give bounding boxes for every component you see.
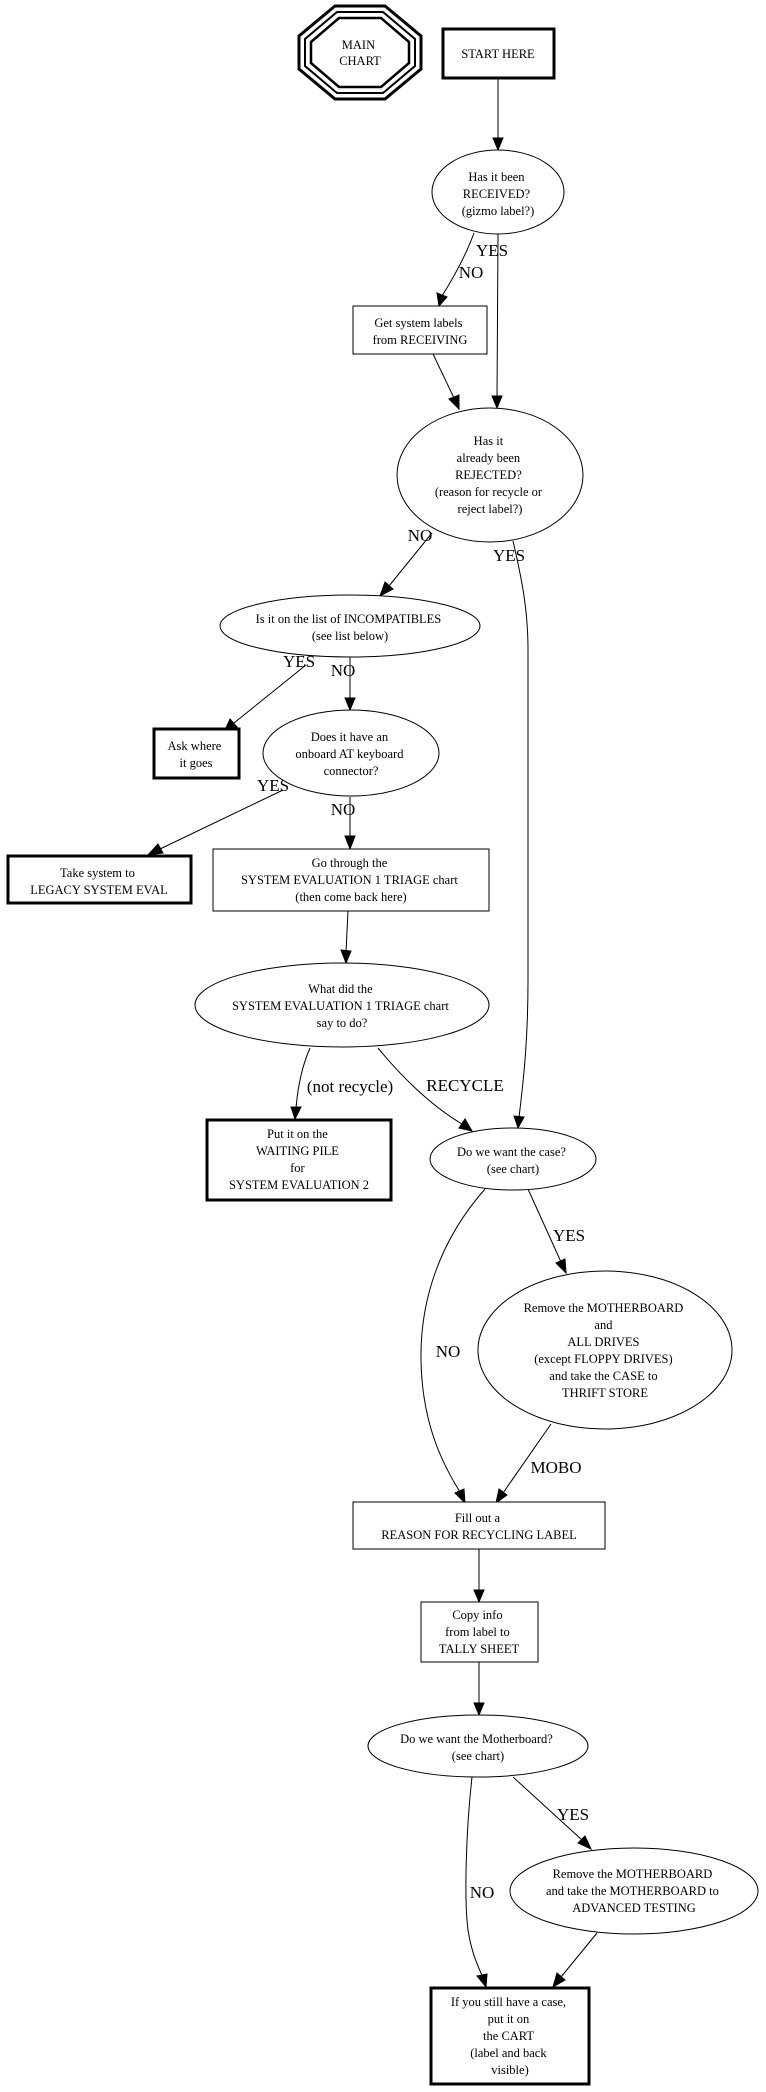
node-label: Put it on the WAITING PILE for SYSTEM EV… xyxy=(229,1127,369,1192)
edge-label-yes: YES xyxy=(283,652,315,671)
node-go-through: Go through the SYSTEM EVALUATION 1 TRIAG… xyxy=(212,848,490,912)
edge-label-no: NO xyxy=(436,1342,461,1361)
node-label: START HERE xyxy=(461,47,535,61)
node-want-mobo: Do we want the Motherboard? (see chart) xyxy=(367,1714,589,1778)
edge-label-no: NO xyxy=(459,263,484,282)
arrowhead-icon xyxy=(473,1702,485,1717)
edge-label-yes: YES xyxy=(553,1226,585,1245)
edge-want-mobo-to-cart: NO xyxy=(465,1776,495,1989)
arrowhead-icon xyxy=(492,137,504,152)
node-get-labels: Get system labels from RECEIVING xyxy=(352,305,488,355)
arrowhead-icon xyxy=(344,835,356,851)
edge-at-keyboard-to-legacy: YES xyxy=(146,776,289,856)
node-label: Has it already been REJECTED? (reason fo… xyxy=(435,434,545,516)
node-label: Is it on the list of INCOMPATIBLES (see … xyxy=(256,612,445,643)
edge-at-keyboard-to-go-through: NO xyxy=(331,797,356,851)
node-label: What did the SYSTEM EVALUATION 1 TRIAGE … xyxy=(232,982,452,1030)
node-label: MAIN CHART xyxy=(339,38,381,68)
node-waiting-pile: Put it on the WAITING PILE for SYSTEM EV… xyxy=(205,1118,393,1202)
node-label: Remove the MOTHERBOARD and ALL DRIVES (e… xyxy=(524,1301,687,1400)
arrowhead-icon xyxy=(458,1118,474,1132)
node-label: Remove the MOTHERBOARD and take the MOTH… xyxy=(546,1867,722,1915)
edge-what-did-to-waiting-pile: (not recycle) xyxy=(290,1047,393,1121)
edge-label-yes: YES xyxy=(557,1805,589,1824)
node-remove-mobo: Remove the MOTHERBOARD and take the MOTH… xyxy=(509,1847,759,1935)
node-label: Copy info from label to TALLY SHEET xyxy=(439,1608,520,1656)
node-label: Ask where it goes xyxy=(168,739,225,770)
node-copy-info: Copy info from label to TALLY SHEET xyxy=(420,1601,539,1663)
arrowhead-icon xyxy=(476,1973,488,1989)
node-want-case: Do we want the case? (see chart) xyxy=(429,1127,597,1191)
node-incompatibles: Is it on the list of INCOMPATIBLES (see … xyxy=(219,594,481,658)
arrowhead-icon xyxy=(379,581,394,598)
node-label: Has it been RECEIVED? (gizmo label?) xyxy=(462,170,535,218)
edge-incompatibles-to-at-keyboard: NO xyxy=(331,657,356,712)
arrowhead-icon xyxy=(491,395,503,410)
node-at-keyboard: Does it have an onboard AT keyboard conn… xyxy=(262,709,440,797)
arrowhead-icon xyxy=(473,1589,485,1604)
edge-rejected-to-incompatibles: NO xyxy=(379,526,433,598)
edge-received-to-rejected: YES xyxy=(476,233,508,410)
arrowhead-icon xyxy=(577,1835,593,1851)
edge-want-case-to-remove-all: YES xyxy=(527,1188,585,1275)
edge-rejected-to-want-case: YES xyxy=(493,540,529,1130)
node-legacy: Take system to LEGACY SYSTEM EVAL xyxy=(6,854,193,905)
node-label: Get system labels from RECEIVING xyxy=(373,316,468,347)
edge-want-case-to-fill-label: NO xyxy=(420,1188,486,1505)
edge-label-yes: YES xyxy=(493,546,525,565)
node-main-chart: MAIN CHART xyxy=(297,4,423,101)
edge-received-to-get-labels: NO xyxy=(436,232,484,308)
arrowhead-icon xyxy=(340,949,352,965)
edge-label-no: NO xyxy=(408,526,433,545)
nodes: MAIN CHART START HERE Has it been RECEIV… xyxy=(6,4,759,2086)
arrowhead-icon xyxy=(290,1106,302,1121)
node-remove-all: Remove the MOTHERBOARD and ALL DRIVES (e… xyxy=(477,1270,733,1430)
node-fill-label: Fill out a REASON FOR RECYCLING LABEL xyxy=(352,1501,606,1550)
edge-label-mobo: MOBO xyxy=(530,1458,581,1477)
edge-what-did-to-want-case: RECYCLE xyxy=(377,1047,504,1132)
node-label: Fill out a REASON FOR RECYCLING LABEL xyxy=(381,1511,577,1542)
arrowhead-icon xyxy=(448,394,460,411)
edge-remove-mobo-to-cart xyxy=(552,1932,598,1989)
node-label: Go through the SYSTEM EVALUATION 1 TRIAG… xyxy=(241,856,461,904)
arrowhead-icon xyxy=(436,292,448,308)
edge-label-yes: YES xyxy=(257,776,289,795)
edge-label-not-recycle: (not recycle) xyxy=(307,1077,393,1096)
edge-fill-label-to-copy-info xyxy=(473,1549,485,1604)
node-label: Do we want the Motherboard? (see chart) xyxy=(400,1732,556,1763)
node-cart: If you still have a case, put it on the … xyxy=(429,1986,591,2086)
node-start-here: START HERE xyxy=(441,27,556,80)
node-label: Does it have an onboard AT keyboard conn… xyxy=(295,730,406,778)
edge-label-no: NO xyxy=(331,661,356,680)
node-label: Do we want the case? (see chart) xyxy=(457,1145,569,1176)
edge-copy-info-to-want-mobo xyxy=(473,1662,485,1717)
edge-label-yes: YES xyxy=(476,241,508,260)
edge-label-no: NO xyxy=(331,800,356,819)
arrowhead-icon xyxy=(146,843,164,856)
edge-go-through-to-what-did xyxy=(340,910,352,965)
edge-label-no: NO xyxy=(470,1883,495,1902)
node-label: Take system to LEGACY SYSTEM EVAL xyxy=(30,866,168,897)
arrowhead-icon xyxy=(552,1972,566,1989)
node-ask-where: Ask where it goes xyxy=(152,727,241,780)
arrowhead-icon xyxy=(555,1258,567,1275)
edge-incompatibles-to-ask-where: YES xyxy=(224,652,315,731)
node-label: If you still have a case, put it on the … xyxy=(451,1995,569,2077)
arrowhead-icon xyxy=(344,697,356,712)
arrowhead-icon xyxy=(513,1115,525,1130)
edge-remove-all-to-fill-label: MOBO xyxy=(495,1423,582,1505)
edge-label-recycle: RECYCLE xyxy=(426,1076,503,1095)
arrowhead-icon xyxy=(454,1488,466,1505)
node-received: Has it been RECEIVED? (gizmo label?) xyxy=(431,149,565,235)
edge-start-to-received xyxy=(492,78,504,152)
edges: NO YES NO YES YES xyxy=(146,78,598,1989)
node-what-did: What did the SYSTEM EVALUATION 1 TRIAGE … xyxy=(194,962,490,1048)
node-rejected: Has it already been REJECTED? (reason fo… xyxy=(396,407,584,543)
arrowhead-icon xyxy=(495,1488,508,1505)
edge-want-mobo-to-remove-mobo: YES xyxy=(512,1776,593,1851)
edge-get-labels-to-rejected xyxy=(432,353,460,411)
